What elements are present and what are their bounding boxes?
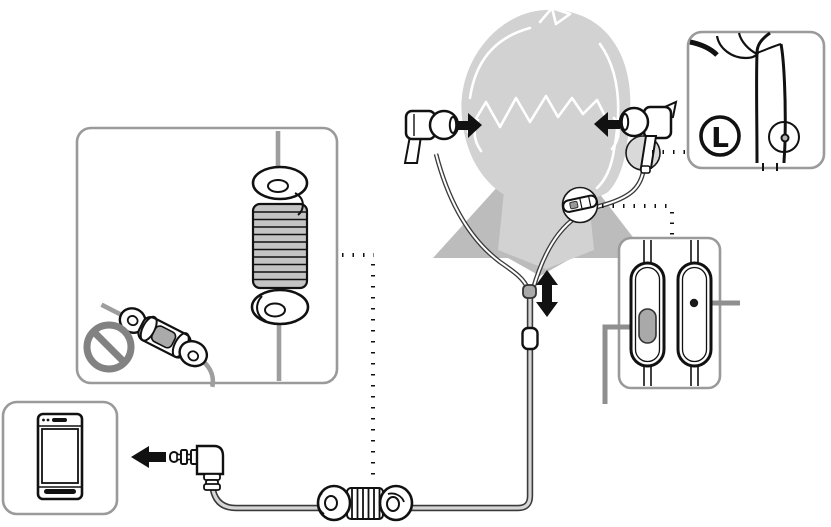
cord-adjuster-box bbox=[75, 126, 339, 388]
cord-adjuster-correct bbox=[250, 131, 310, 381]
smartphone bbox=[36, 412, 84, 501]
tactile-dot bbox=[780, 133, 790, 143]
earbud-closeup-box: L bbox=[686, 30, 826, 171]
insert-arrow-left-icon bbox=[594, 112, 620, 137]
tactile-dot-circle bbox=[768, 121, 800, 153]
earbud-stem-callout-circle bbox=[625, 135, 661, 174]
left-earbud bbox=[403, 109, 460, 164]
earphone-cords bbox=[209, 153, 647, 512]
listener-head-silhouette bbox=[433, 6, 649, 276]
right-earbud bbox=[618, 100, 678, 140]
remote-front-view bbox=[629, 261, 666, 368]
cord-adjuster-on-cable bbox=[316, 484, 414, 522]
remote-detail-box bbox=[602, 236, 740, 404]
head bbox=[461, 9, 631, 204]
smartphone-screen bbox=[41, 428, 79, 484]
microphone-hole bbox=[689, 298, 699, 308]
inline-remote-callout-circle bbox=[561, 186, 599, 224]
insert-arrow-right-icon bbox=[456, 113, 482, 138]
dotted-connectors bbox=[342, 150, 686, 484]
smartphone-box bbox=[1, 400, 119, 516]
remote-back-view bbox=[676, 261, 713, 368]
l-shaped-plug bbox=[169, 444, 225, 491]
left-channel-marking-circle bbox=[699, 115, 741, 157]
prohibition-icon bbox=[83, 321, 135, 373]
cord-adjuster-incorrect bbox=[100, 302, 216, 388]
multifunction-button bbox=[638, 308, 657, 344]
connect-arrow-left-icon bbox=[131, 446, 166, 468]
left-channel-marking-label: L bbox=[711, 121, 729, 154]
y-cord-splitter bbox=[521, 326, 539, 351]
neck-cord-slider bbox=[522, 284, 537, 299]
updown-arrow-icon bbox=[536, 270, 558, 317]
